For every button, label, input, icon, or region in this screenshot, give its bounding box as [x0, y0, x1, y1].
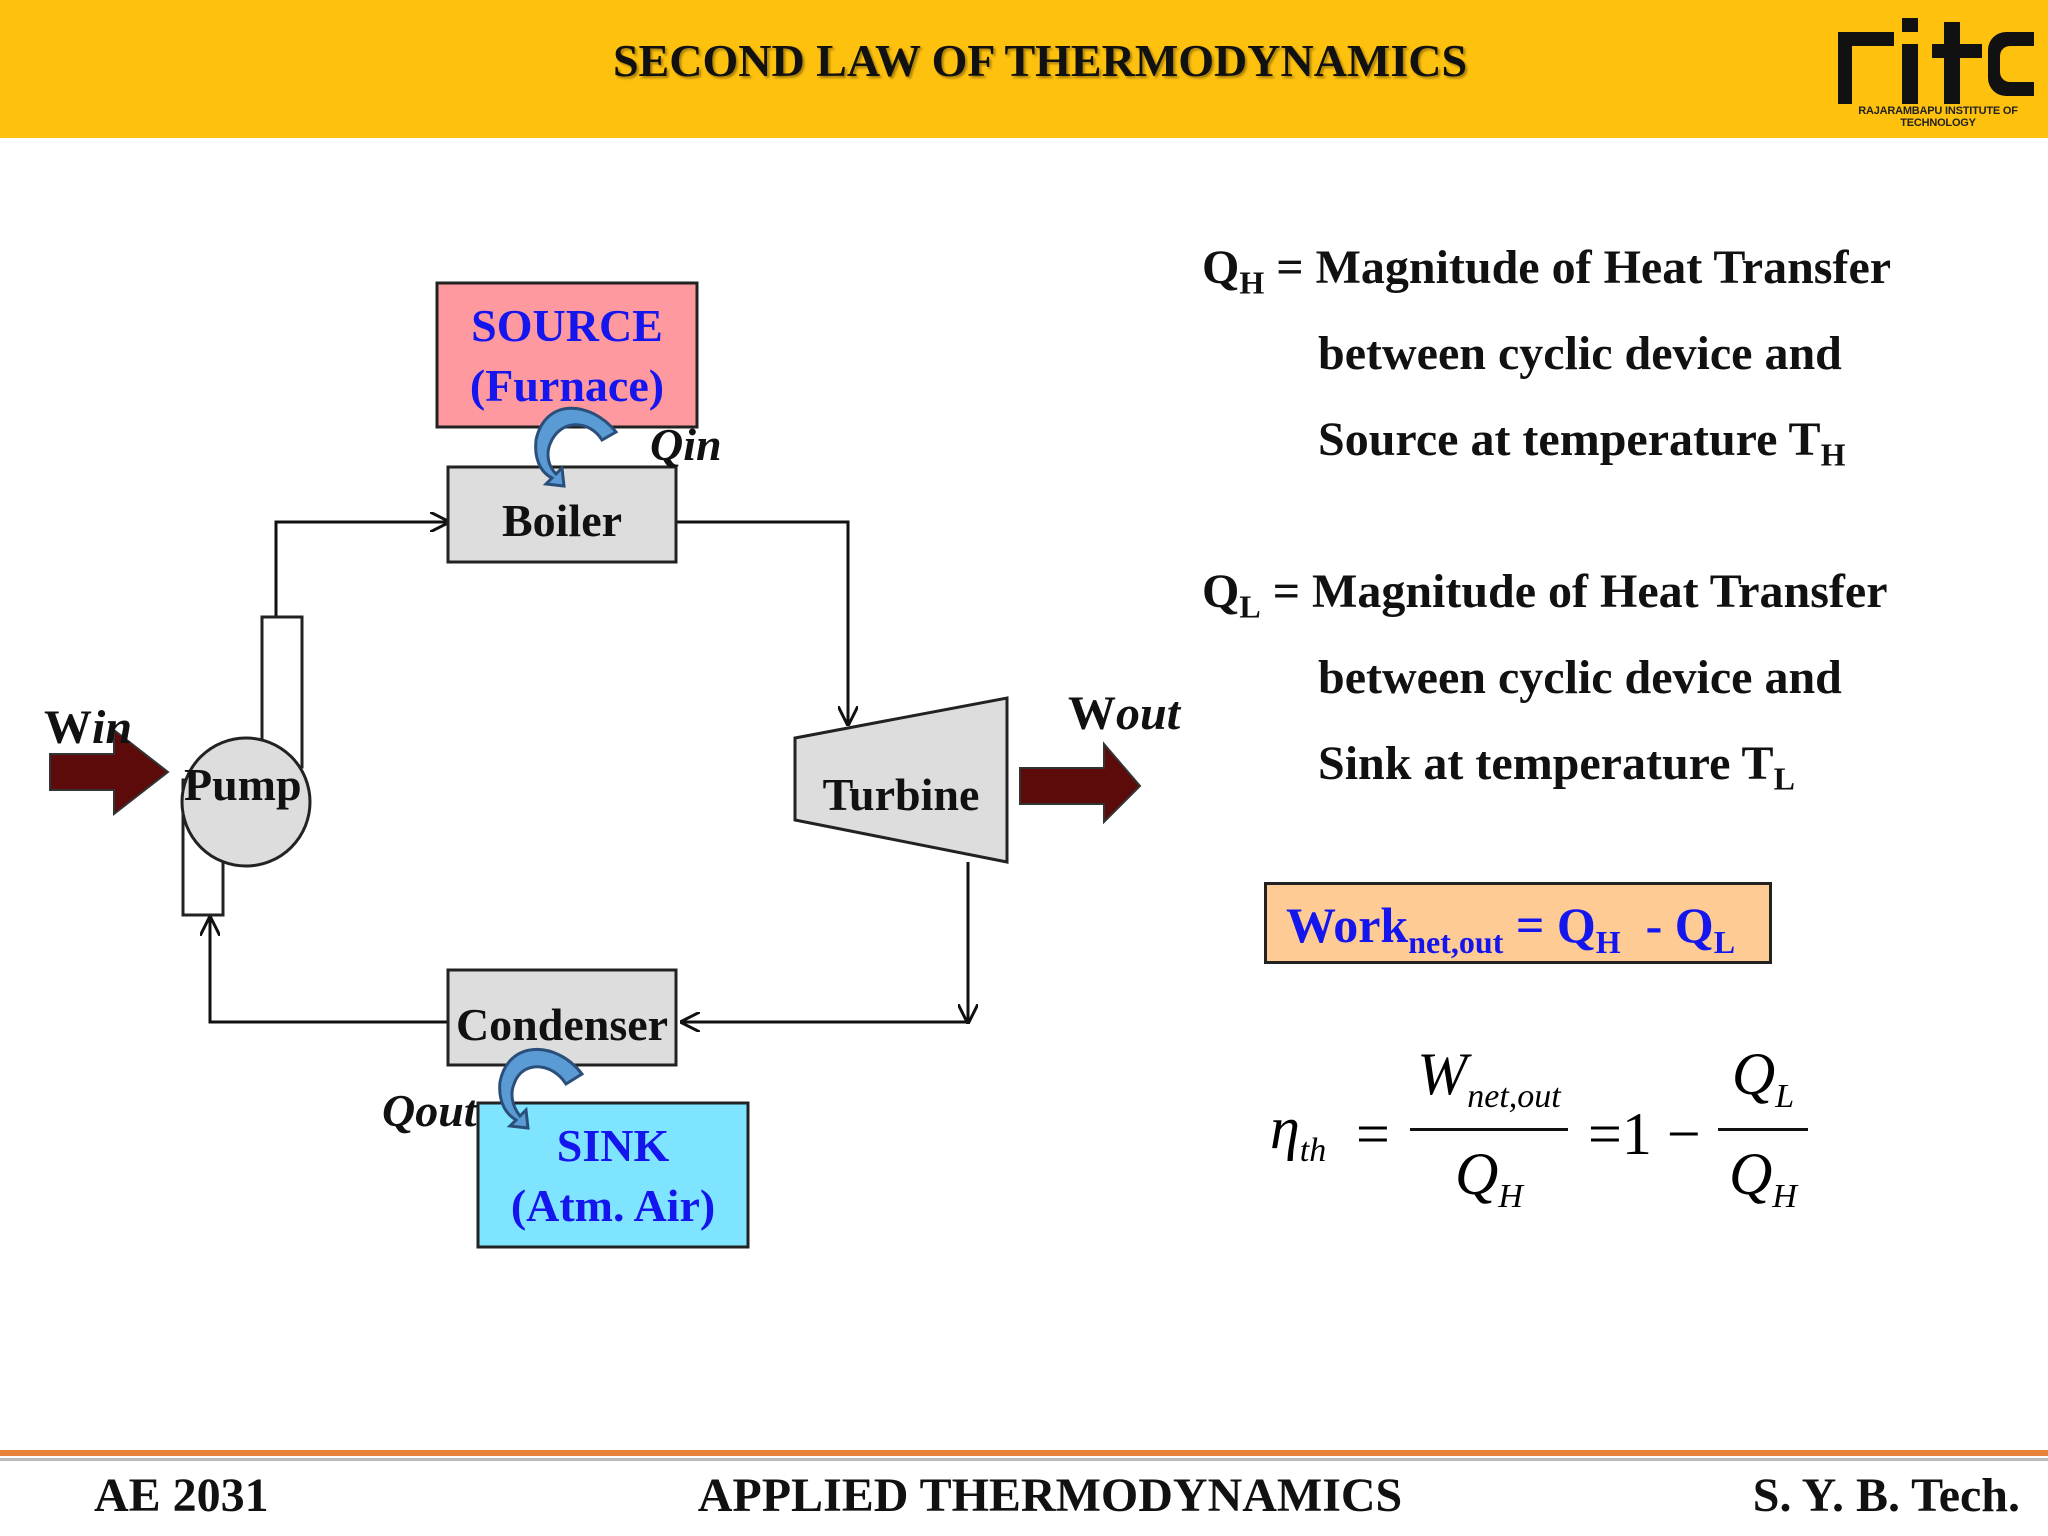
boiler-label: Boiler — [501, 495, 623, 546]
footer-course-code: AE 2031 — [94, 1469, 269, 1522]
work-equals-qh: = Q — [1503, 897, 1596, 953]
sink-label-line2: (Atm. Air) — [510, 1180, 716, 1231]
eq-qh-denominator: QH — [1410, 1140, 1568, 1216]
work-equation-box — [1264, 882, 1772, 964]
work-subscript: net,out — [1408, 924, 1504, 960]
work-ql-subscript: L — [1713, 924, 1736, 960]
eq-equals1: = — [1356, 1101, 1390, 1167]
ql-symbol: Q — [1202, 565, 1240, 618]
work-equation: Worknet,out = QH - QL — [1286, 896, 1735, 961]
turbine-label: Turbine — [822, 769, 980, 820]
source-label-line1: SOURCE — [471, 300, 663, 351]
pump-label: Pump — [184, 759, 302, 810]
boiler-to-turbine-line — [676, 520, 848, 724]
qh-text1: = Magnitude of Heat Transfer — [1264, 241, 1892, 294]
wout-sub: out — [1116, 687, 1181, 740]
qh-den-subscript: H — [1772, 1178, 1797, 1215]
eta-symbol: ηth — [1270, 1094, 1326, 1170]
eq-ql-numerator: QL — [1718, 1040, 1808, 1116]
ql-subscript: L — [1239, 588, 1261, 625]
footer-rule-orange — [0, 1450, 2048, 1456]
source-box — [435, 281, 699, 429]
ql-definition-line1: QL = Magnitude of Heat Transfer — [1202, 564, 1888, 626]
qh-definition-line1: QH = Magnitude of Heat Transfer — [1202, 240, 1891, 302]
tl-subscript: L — [1773, 760, 1795, 797]
slide-title: SECOND LAW OF THERMODYNAMICS — [612, 35, 1468, 86]
wout-label: Wout — [1068, 686, 1180, 741]
qin-arrow — [534, 406, 619, 488]
efficiency-equation: ηth = Wnet,out QH =1 − QL QH — [1270, 1040, 1830, 1230]
pump-to-boiler-line — [274, 522, 448, 617]
work-minus-ql: - Q — [1620, 897, 1714, 953]
logo-caption: RAJARAMBAPU INSTITUTE OF TECHNOLOGY — [1858, 105, 2018, 129]
w-subscript: net,out — [1467, 1078, 1561, 1115]
qout-arrow — [498, 1048, 585, 1130]
qin-label: Qin — [650, 419, 722, 470]
source-label: SOURCE (Furnace) — [437, 296, 697, 416]
condenser-to-pump-line — [210, 918, 448, 1024]
ql-char: Q — [1731, 1041, 1776, 1107]
eta-subscript: th — [1299, 1132, 1327, 1169]
qh-definition-line2: between cyclic device and — [1318, 327, 1842, 380]
footer-course-title: APPLIED THERMODYNAMICS — [697, 1469, 1403, 1522]
th-subscript: H — [1820, 436, 1846, 473]
fraction-bar1 — [1410, 1128, 1568, 1131]
eq-one-minus: =1 − — [1588, 1101, 1701, 1167]
win-label: Win — [44, 700, 132, 755]
rit-logo — [1838, 18, 2034, 104]
fraction-bar2 — [1718, 1128, 1808, 1131]
eq-qh-denominator2: QH — [1718, 1140, 1808, 1216]
wout-arrow — [1019, 741, 1142, 825]
win-w: W — [44, 701, 92, 754]
eta-char: η — [1270, 1095, 1300, 1161]
sink-label: SINK (Atm. Air) — [478, 1116, 748, 1236]
turbine-to-condenser-line — [682, 862, 970, 1022]
footer-class: S. Y. B. Tech. — [1752, 1469, 2020, 1522]
footer-rule-grey — [0, 1458, 2048, 1461]
qout-label: Qout — [382, 1085, 477, 1136]
wout-w: W — [1068, 687, 1116, 740]
work-word: Work — [1286, 897, 1409, 953]
work-qh-subscript: H — [1595, 924, 1621, 960]
sink-label-line1: SINK — [556, 1120, 670, 1171]
ql-text3: Sink at temperature T — [1318, 737, 1774, 790]
ql-definition-line2: between cyclic device and — [1318, 651, 1842, 704]
condenser-label: Condenser — [455, 999, 669, 1050]
qh-char2: Q — [1729, 1141, 1773, 1207]
win-arrow — [49, 727, 170, 817]
qh-definition-line3: Source at temperature TH — [1318, 412, 1845, 474]
ql-num-subscript: L — [1775, 1078, 1795, 1115]
ql-definition-line3: Sink at temperature TL — [1318, 736, 1795, 798]
eq-w-numerator: Wnet,out — [1410, 1040, 1568, 1116]
qh-symbol: Q — [1202, 241, 1240, 294]
pump-circle — [180, 736, 312, 868]
w-char: W — [1417, 1041, 1468, 1107]
source-label-line2: (Furnace) — [469, 360, 665, 411]
ql-text1: = Magnitude of Heat Transfer — [1260, 565, 1888, 618]
q-char: Q — [1455, 1141, 1499, 1207]
win-sub: in — [92, 701, 133, 754]
qh-text3: Source at temperature T — [1318, 413, 1821, 466]
qh-subscript: H — [1239, 264, 1265, 301]
turbine-shape — [793, 696, 1009, 864]
q-subscript: H — [1498, 1178, 1523, 1215]
title-bar — [0, 0, 2048, 138]
